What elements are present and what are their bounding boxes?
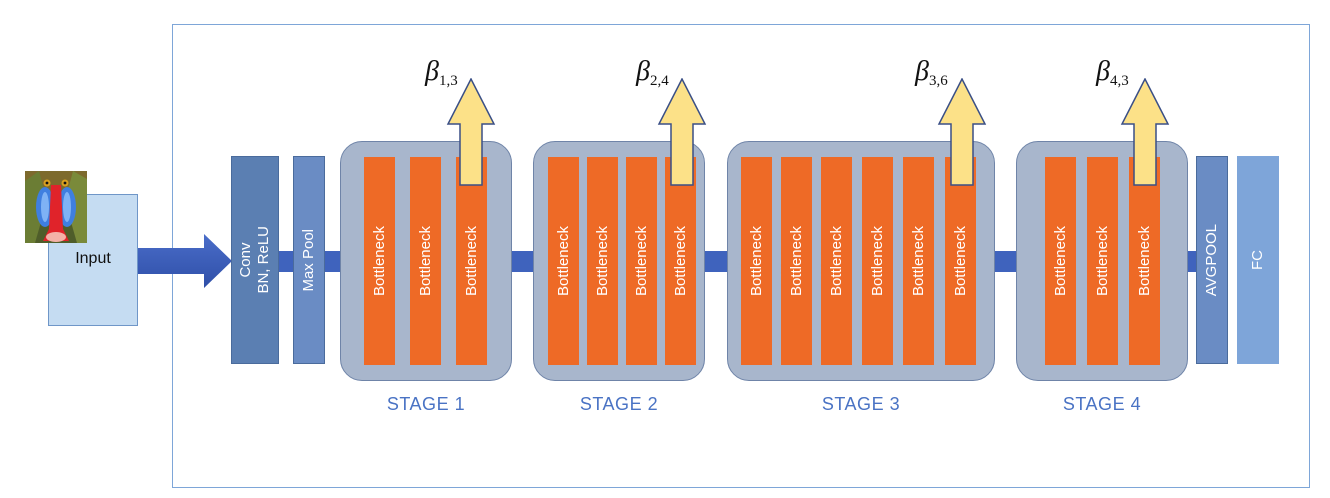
bottleneck-label: Bottleneck (632, 225, 650, 297)
beta-arrow-icon (657, 78, 707, 186)
beta-symbol: β (915, 56, 929, 87)
bottleneck-block: Bottleneck (821, 157, 852, 365)
stage-label: STAGE 4 (1062, 394, 1142, 414)
bottleneck-block: Bottleneck (587, 157, 618, 365)
bottleneck-block: Bottleneck (741, 157, 772, 365)
fc-block: FC (1237, 156, 1279, 364)
bottleneck-label: Bottleneck (370, 225, 388, 297)
bottleneck-label: Bottleneck (1093, 225, 1111, 297)
beta-label: β1,3 (425, 56, 458, 90)
bottleneck-block: Bottleneck (1129, 157, 1160, 365)
bottleneck-label: Bottleneck (827, 225, 845, 297)
beta-subscript: 1,3 (438, 73, 458, 89)
input-arrow-icon (138, 234, 232, 288)
avgpool-block: AVGPOOL (1196, 156, 1228, 364)
beta-label: β3,6 (915, 56, 948, 90)
beta-symbol: β (1096, 56, 1110, 87)
bottleneck-label: Bottleneck (593, 225, 611, 297)
bottleneck-label: Bottleneck (747, 225, 765, 297)
conv-label-line2: BN, ReLU (255, 226, 272, 294)
bottleneck-label: Bottleneck (1051, 225, 1069, 297)
beta-symbol: β (636, 56, 650, 87)
bottleneck-block: Bottleneck (862, 157, 893, 365)
bottleneck-block: Bottleneck (626, 157, 657, 365)
bottleneck-block: Bottleneck (665, 157, 696, 365)
bottleneck-block: Bottleneck (945, 157, 976, 365)
stage-label: STAGE 2 (579, 394, 659, 414)
bottleneck-label: Bottleneck (909, 225, 927, 297)
beta-arrow-icon (1120, 78, 1170, 186)
beta-subscript: 2,4 (649, 73, 669, 89)
avgpool-label: AVGPOOL (1203, 223, 1220, 297)
stage-label: STAGE 1 (386, 394, 466, 414)
bottleneck-block: Bottleneck (1087, 157, 1118, 365)
conv-label-line1: Conv (237, 242, 254, 278)
bottleneck-label: Bottleneck (787, 225, 805, 297)
bottleneck-label: Bottleneck (554, 225, 572, 297)
beta-arrow-icon (446, 78, 496, 186)
bottleneck-label: Bottleneck (416, 225, 434, 297)
beta-symbol: β (425, 56, 439, 87)
maxpool-label: Max Pool (300, 228, 317, 292)
stage-label: STAGE 3 (821, 394, 901, 414)
bottleneck-block: Bottleneck (410, 157, 441, 365)
bottleneck-block: Bottleneck (903, 157, 934, 365)
beta-subscript: 3,6 (928, 73, 948, 89)
bottleneck-label: Bottleneck (951, 225, 969, 297)
bottleneck-label: Bottleneck (868, 225, 886, 297)
bottleneck-block: Bottleneck (364, 157, 395, 365)
maxpool-block: Max Pool (293, 156, 325, 364)
bottleneck-block: Bottleneck (456, 157, 487, 365)
beta-arrow-icon (937, 78, 987, 186)
bottleneck-block: Bottleneck (548, 157, 579, 365)
beta-label: β4,3 (1096, 56, 1129, 90)
fc-label: FC (1249, 250, 1266, 270)
conv-bn-relu-block: Conv BN, ReLU (231, 156, 279, 364)
bottleneck-label: Bottleneck (671, 225, 689, 297)
bottleneck-block: Bottleneck (1045, 157, 1076, 365)
conv-label: Conv BN, ReLU (237, 226, 273, 294)
bottleneck-label: Bottleneck (462, 225, 480, 297)
mandrill-photo-icon (25, 171, 87, 243)
bottleneck-label: Bottleneck (1135, 225, 1153, 297)
beta-label: β2,4 (636, 56, 669, 90)
beta-subscript: 4,3 (1109, 73, 1129, 89)
input-label: Input (75, 250, 111, 267)
bottleneck-block: Bottleneck (781, 157, 812, 365)
